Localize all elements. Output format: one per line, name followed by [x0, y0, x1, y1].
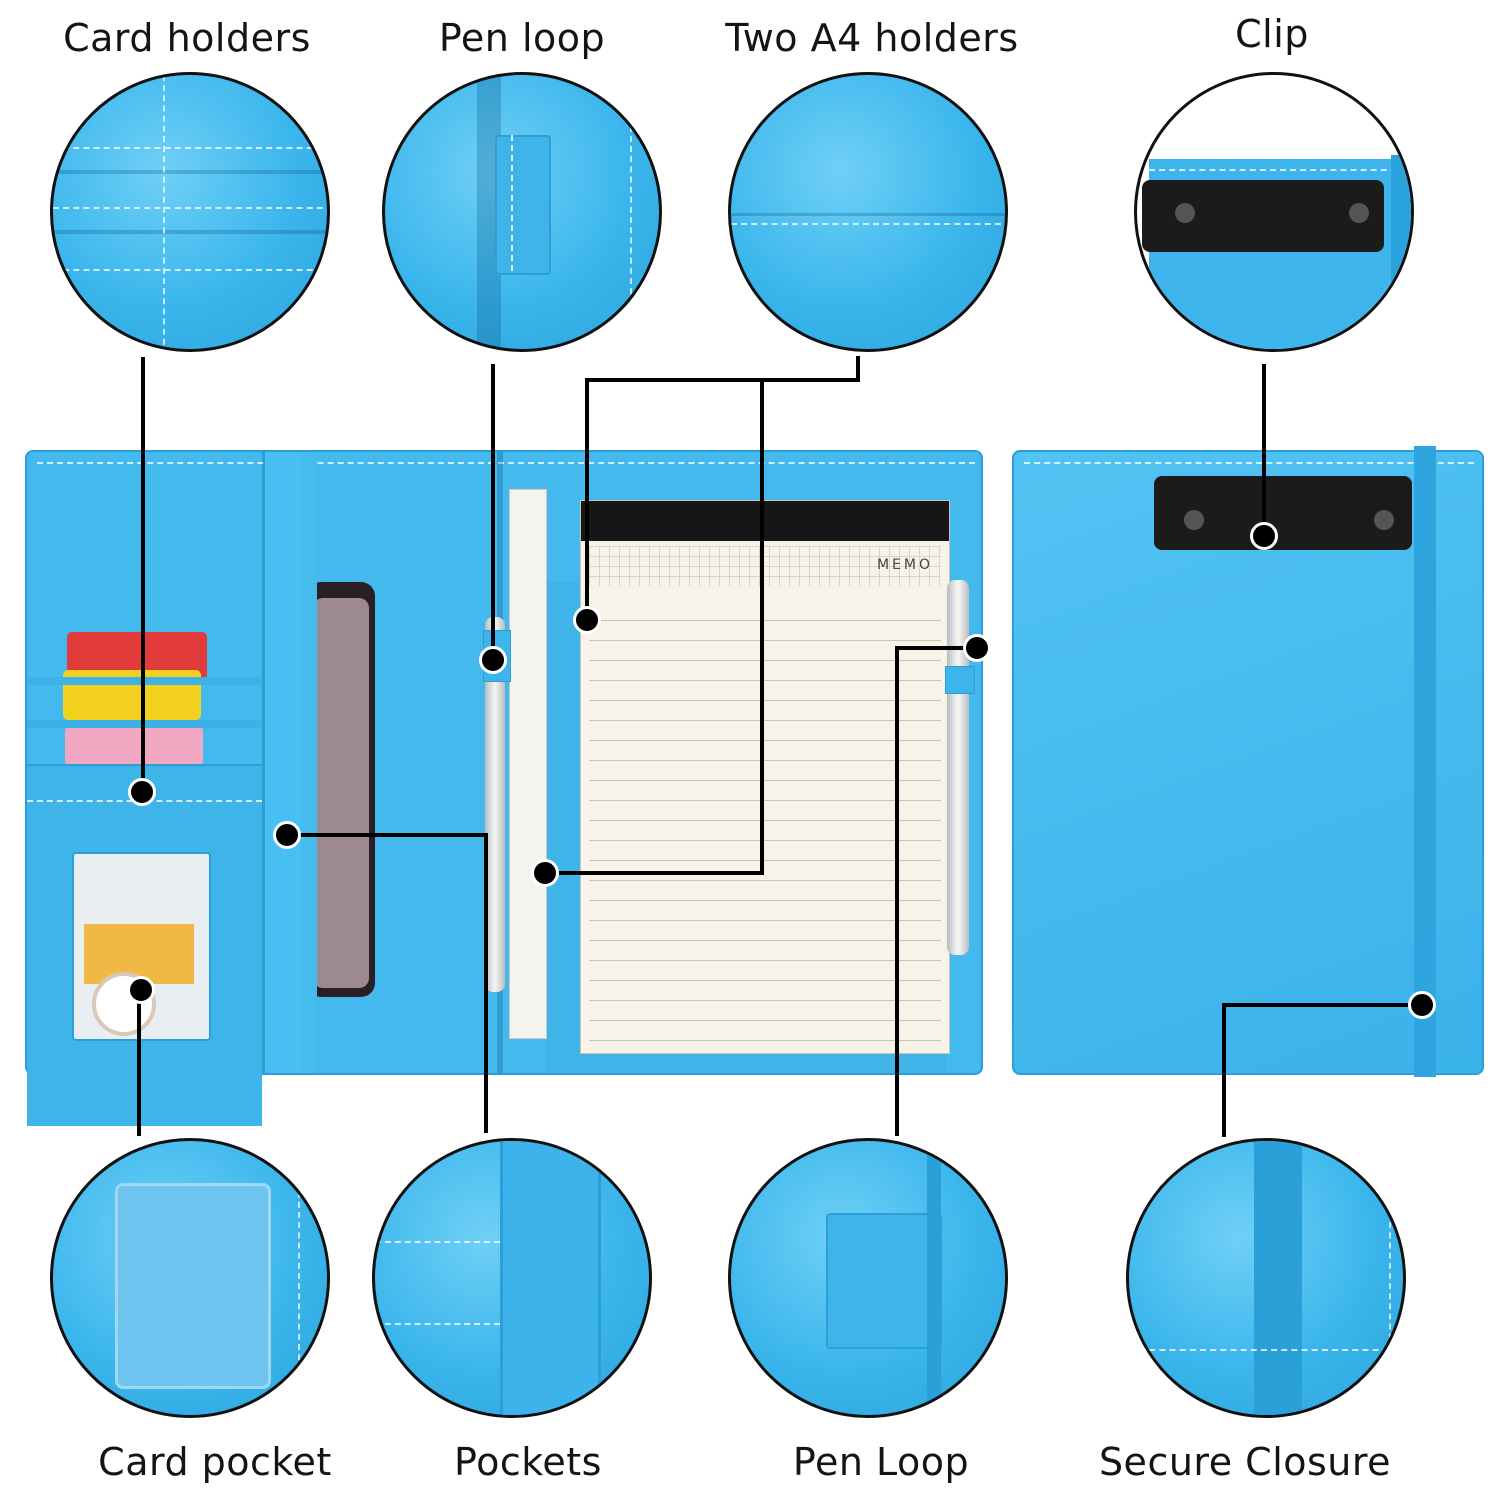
memo-pad: MEMO [580, 500, 950, 1054]
label-clip: Clip [1235, 12, 1309, 56]
label-pen-loop-bottom: Pen Loop [792, 1440, 970, 1484]
detail-clip [1134, 72, 1414, 352]
open-padfolio: MEMO [25, 450, 983, 1126]
detail-pen-loop-top [382, 72, 662, 352]
label-card-pocket: Card pocket [98, 1440, 332, 1484]
detail-pockets [372, 1138, 652, 1418]
detail-two-a4-holders [728, 72, 1008, 352]
dot-pockets [273, 821, 301, 849]
dot-pen-loop-bottom [963, 634, 991, 662]
detail-pen-loop-bottom [728, 1138, 1008, 1418]
dot-two-a4-lower [531, 859, 559, 887]
dot-clip [1250, 522, 1278, 550]
dot-two-a4-upper [573, 606, 601, 634]
detail-card-pocket [50, 1138, 330, 1418]
card-pink [65, 726, 203, 766]
id-card-window [72, 852, 211, 1041]
elastic-band [1414, 446, 1436, 1077]
pen-left [485, 617, 505, 992]
label-card-holders: Card holders [63, 16, 311, 60]
label-two-a4-holders: Two A4 holders [725, 16, 1019, 60]
dot-card-holders [128, 778, 156, 806]
dot-card-pocket [127, 976, 155, 1004]
pen-right [947, 580, 969, 955]
dot-secure-closure [1408, 991, 1436, 1019]
dot-pen-loop-top [479, 646, 507, 674]
memo-title: MEMO [876, 557, 933, 573]
label-pockets: Pockets [454, 1440, 602, 1484]
detail-card-holders [50, 72, 330, 352]
label-secure-closure: Secure Closure [1098, 1440, 1392, 1484]
smartphone [307, 582, 375, 997]
label-pen-loop-top: Pen loop [438, 16, 606, 60]
detail-secure-closure [1126, 1138, 1406, 1418]
closed-padfolio [1012, 446, 1484, 1077]
